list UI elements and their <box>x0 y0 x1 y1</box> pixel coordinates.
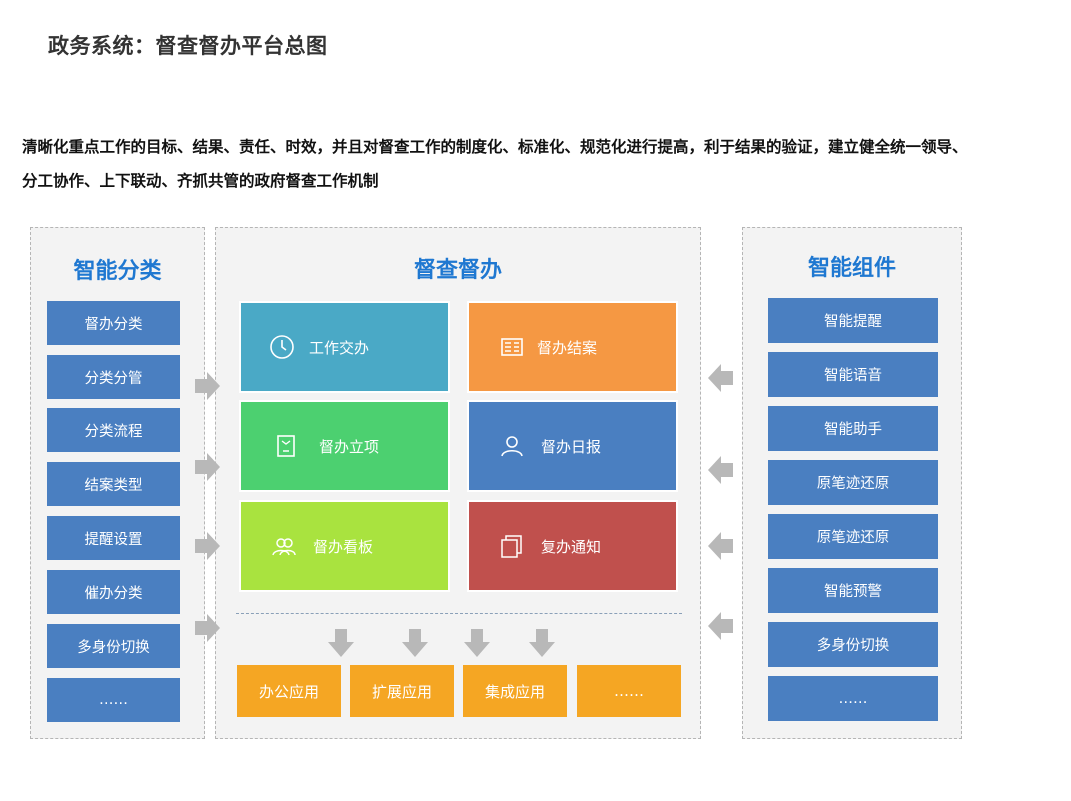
app-integration[interactable]: 集成应用 <box>463 665 567 717</box>
right-arrow-icon <box>195 372 220 400</box>
right-item[interactable]: 多身份切换 <box>768 622 938 667</box>
left-item[interactable]: 督办分类 <box>47 301 180 345</box>
right-item[interactable]: …… <box>768 676 938 721</box>
down-arrow-icon <box>328 629 354 657</box>
right-item[interactable]: 智能预警 <box>768 568 938 613</box>
tile-label: 督办结案 <box>537 338 598 357</box>
clock-icon <box>269 334 295 360</box>
tile-label: 督办看板 <box>313 537 374 556</box>
down-arrow-icon <box>464 629 490 657</box>
right-arrow-icon <box>195 532 220 560</box>
right-item[interactable]: 智能语音 <box>768 352 938 397</box>
tile-label: 工作交办 <box>309 338 370 357</box>
left-item[interactable]: 结案类型 <box>47 462 180 506</box>
right-arrow-icon <box>195 614 220 642</box>
left-arrow-icon <box>708 532 733 560</box>
down-arrow-icon <box>529 629 555 657</box>
tile-dashboard[interactable]: 督办看板 <box>239 500 450 592</box>
left-item[interactable]: 催办分类 <box>47 570 180 614</box>
section-divider <box>236 613 682 614</box>
tile-project-setup[interactable]: 督办立项 <box>239 400 450 492</box>
users-icon <box>271 533 297 559</box>
tile-reprocess-notice[interactable]: 复办通知 <box>467 500 678 592</box>
copy-icon <box>499 533 525 559</box>
file-icon <box>273 433 299 459</box>
user-icon <box>499 433 525 459</box>
tile-daily-report[interactable]: 督办日报 <box>467 400 678 492</box>
right-item[interactable]: 智能提醒 <box>768 298 938 343</box>
app-extension[interactable]: 扩展应用 <box>350 665 454 717</box>
app-more[interactable]: …… <box>577 665 681 717</box>
left-arrow-icon <box>708 456 733 484</box>
document-list-icon <box>499 334 525 360</box>
right-item[interactable]: 智能助手 <box>768 406 938 451</box>
right-item[interactable]: 原笔迹还原 <box>768 514 938 559</box>
left-item[interactable]: 分类分管 <box>47 355 180 399</box>
page-description: 清晰化重点工作的目标、结果、责任、时效，并且对督查工作的制度化、标准化、规范化进… <box>22 138 968 190</box>
page-title: 政务系统：督查督办平台总图 <box>48 34 328 58</box>
right-item[interactable]: 原笔迹还原 <box>768 460 938 505</box>
left-item[interactable]: 提醒设置 <box>47 516 180 560</box>
left-arrow-icon <box>708 364 733 392</box>
tile-label: 督办日报 <box>541 437 602 456</box>
tile-label: 督办立项 <box>319 437 380 456</box>
tile-label: 复办通知 <box>541 537 602 556</box>
tile-case-close[interactable]: 督办结案 <box>467 301 678 393</box>
smart-classification-title: 智能分类 <box>73 259 162 284</box>
smart-components-title: 智能组件 <box>807 256 896 281</box>
left-item[interactable]: …… <box>47 678 180 722</box>
left-arrow-icon <box>708 612 733 640</box>
right-arrow-icon <box>195 453 220 481</box>
tile-work-assign[interactable]: 工作交办 <box>239 301 450 393</box>
app-office[interactable]: 办公应用 <box>237 665 341 717</box>
down-arrow-icon <box>402 629 428 657</box>
supervision-title: 督查督办 <box>413 258 502 283</box>
left-item[interactable]: 多身份切换 <box>47 624 180 668</box>
left-item[interactable]: 分类流程 <box>47 408 180 452</box>
